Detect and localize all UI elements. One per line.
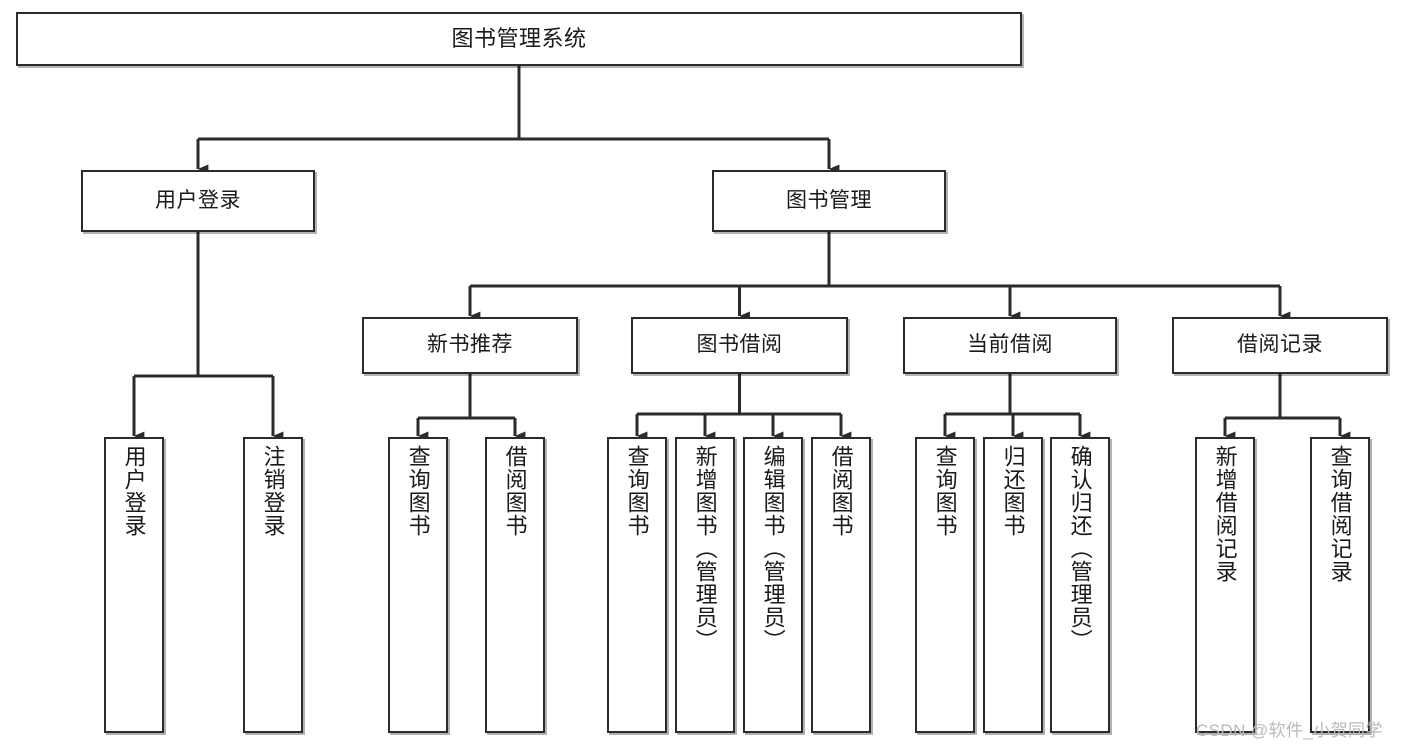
node-leaf-borrow-book-2[interactable]: 借阅图书 — [811, 437, 871, 733]
node-label: 借阅图书 — [828, 445, 854, 537]
node-user-login[interactable]: 用户登录 — [81, 170, 315, 232]
node-label: 新书推荐 — [427, 333, 513, 357]
node-label: 查询图书 — [624, 445, 650, 537]
node-new-book-rec[interactable]: 新书推荐 — [362, 317, 578, 374]
node-label: 确认归还（管理员） — [1067, 445, 1093, 652]
node-label: 用户登录 — [121, 445, 147, 537]
node-leaf-query-book-1[interactable]: 查询图书 — [388, 437, 448, 733]
node-label: 新增图书（管理员） — [692, 445, 718, 652]
node-label: 借阅记录 — [1237, 333, 1323, 357]
node-leaf-confirm-ret[interactable]: 确认归还（管理员） — [1050, 437, 1110, 733]
node-label: 查询图书 — [932, 445, 958, 537]
node-book-manage[interactable]: 图书管理 — [712, 170, 946, 232]
node-leaf-borrow-book-1[interactable]: 借阅图书 — [485, 437, 545, 733]
node-root[interactable]: 图书管理系统 — [16, 12, 1022, 66]
node-leaf-add-record[interactable]: 新增借阅记录 — [1195, 437, 1255, 733]
node-label: 编辑图书（管理员） — [760, 445, 786, 652]
node-leaf-query-book-2[interactable]: 查询图书 — [607, 437, 667, 733]
edge-lines — [132, 66, 1351, 441]
node-borrow-record[interactable]: 借阅记录 — [1172, 317, 1388, 374]
node-label: 新增借阅记录 — [1212, 445, 1238, 583]
node-leaf-user-login[interactable]: 用户登录 — [104, 437, 164, 733]
node-label: 图书管理系统 — [451, 26, 587, 52]
node-label: 注销登录 — [260, 445, 286, 537]
node-leaf-add-book[interactable]: 新增图书（管理员） — [675, 437, 735, 733]
node-label: 当前借阅 — [967, 333, 1053, 357]
node-leaf-query-book-3[interactable]: 查询图书 — [915, 437, 975, 733]
node-label: 用户登录 — [155, 188, 241, 212]
node-label: 查询借阅记录 — [1327, 445, 1353, 583]
node-current-borrow[interactable]: 当前借阅 — [903, 317, 1117, 374]
node-book-borrow[interactable]: 图书借阅 — [631, 317, 848, 374]
node-label: 归还图书 — [1000, 445, 1026, 537]
node-label: 图书管理 — [786, 188, 872, 212]
node-label: 查询图书 — [405, 445, 431, 537]
node-leaf-logout[interactable]: 注销登录 — [243, 437, 303, 733]
node-leaf-query-record[interactable]: 查询借阅记录 — [1310, 437, 1370, 733]
node-leaf-return-book[interactable]: 归还图书 — [983, 437, 1043, 733]
node-leaf-edit-book[interactable]: 编辑图书（管理员） — [743, 437, 803, 733]
node-label: 图书借阅 — [696, 333, 783, 357]
node-label: 借阅图书 — [502, 445, 528, 537]
